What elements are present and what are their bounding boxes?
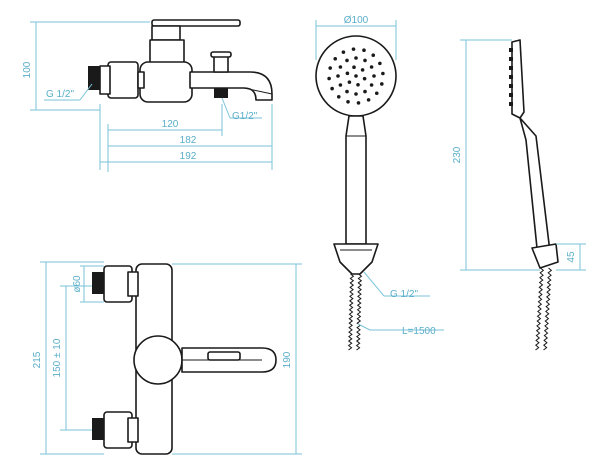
nozzle (345, 89, 349, 94)
spray-tooth (509, 84, 513, 88)
nozzle (338, 83, 343, 87)
nozzle (362, 76, 367, 81)
shower-handle-side (519, 117, 551, 259)
hand-shower-side-dimensions: 230 45 (452, 39, 586, 271)
bottom-inlet-collar (127, 417, 139, 443)
hose-thread-label: G 1/2" (390, 289, 418, 300)
dim-center-distance: 150 ± 10 (52, 338, 63, 377)
nozzle (333, 56, 338, 61)
nozzle (379, 82, 384, 86)
diverter-cap (210, 51, 232, 58)
hose-edge (534, 267, 545, 351)
dim-total-height: 215 (32, 351, 43, 368)
nozzle (354, 56, 358, 60)
left-nut (107, 61, 139, 99)
dim-shower-length: 230 (452, 146, 463, 163)
nozzle (345, 71, 350, 76)
nozzle (345, 58, 349, 63)
nozzle (381, 71, 385, 76)
nozzle (362, 48, 366, 53)
lever-grip (207, 351, 241, 361)
shower-handle (345, 115, 367, 245)
cartridge-housing (149, 39, 185, 65)
nozzle (346, 99, 350, 104)
spray-tooth (509, 48, 513, 52)
mixer-body (139, 61, 193, 103)
spray-tooth (509, 93, 513, 97)
left-inlet-thread (88, 66, 100, 90)
left-collar (99, 65, 111, 95)
nozzle (330, 86, 334, 91)
lever-handle (151, 19, 241, 27)
nozzle (354, 92, 358, 96)
nozzle (351, 47, 356, 51)
hand-shower-side (509, 39, 559, 351)
nozzle (371, 53, 376, 58)
hand-shower-dimensions: Ø100 G 1/2" L=1500 (315, 15, 444, 337)
diverter-knob (213, 55, 229, 73)
nozzle (372, 74, 376, 78)
dim-front-height: 190 (282, 351, 293, 368)
thread-label-spout: G1/2" (232, 111, 258, 122)
spray-tooth (509, 57, 513, 61)
hose-edge (355, 273, 363, 351)
nozzle (363, 58, 367, 63)
dim-head-diameter: Ø100 (344, 15, 369, 26)
nozzle (366, 98, 371, 102)
mixer-front-dimensions: 215 150 ± 10 ø60 190 (32, 261, 302, 455)
hose-length-label: L=1500 (402, 326, 436, 337)
hose-edge (347, 273, 355, 351)
spray-tooth (509, 66, 513, 70)
top-inlet-thread (92, 272, 104, 294)
nozzle (328, 66, 333, 70)
top-inlet-collar (127, 271, 139, 297)
left-joint (137, 71, 145, 89)
shower-outlet-thread (214, 88, 228, 98)
nozzle (352, 65, 356, 70)
nozzle (369, 65, 374, 69)
shower-hose-side (534, 267, 553, 351)
dim-top-height: 100 (22, 61, 33, 78)
hose-edge (542, 267, 553, 351)
nozzle (363, 89, 367, 94)
hand-shower-front (315, 35, 397, 351)
mixer-side-view (88, 19, 273, 103)
nozzle (354, 74, 358, 78)
nozzle (341, 50, 346, 54)
mixer-side-dimensions: 100 G 1/2" G1/2" 120 182 192 (22, 21, 273, 172)
bottom-inlet-thread (92, 418, 104, 440)
mixer-handle-cap (133, 335, 183, 385)
nozzle (336, 94, 341, 99)
nozzle (327, 76, 331, 81)
dim-inlet-diameter: ø60 (72, 275, 83, 293)
bath-spout (189, 71, 273, 101)
nozzle (369, 83, 374, 87)
dim-width-120: 120 (162, 119, 179, 130)
shower-head-side (511, 39, 525, 119)
shower-holder (333, 243, 379, 275)
thread-label-left: G 1/2" (46, 89, 74, 100)
shower-holder-side (531, 243, 559, 269)
nozzle (347, 80, 352, 84)
shower-head-spray-face (509, 48, 513, 106)
nozzle (356, 101, 361, 105)
spray-tooth (509, 102, 513, 106)
nozzle (360, 68, 365, 72)
lever-stem (151, 25, 181, 41)
mixer-front-view (92, 263, 277, 455)
nozzle (338, 65, 343, 69)
shower-nozzles (327, 47, 385, 105)
dim-width-192: 192 (180, 151, 197, 162)
dim-holder-height: 45 (566, 251, 577, 263)
nozzle (356, 82, 360, 87)
nozzle (374, 91, 379, 96)
nozzle (336, 74, 340, 78)
dim-width-182: 182 (180, 135, 197, 146)
nozzle (378, 61, 382, 66)
shower-hose (347, 273, 363, 351)
spray-tooth (509, 75, 513, 79)
